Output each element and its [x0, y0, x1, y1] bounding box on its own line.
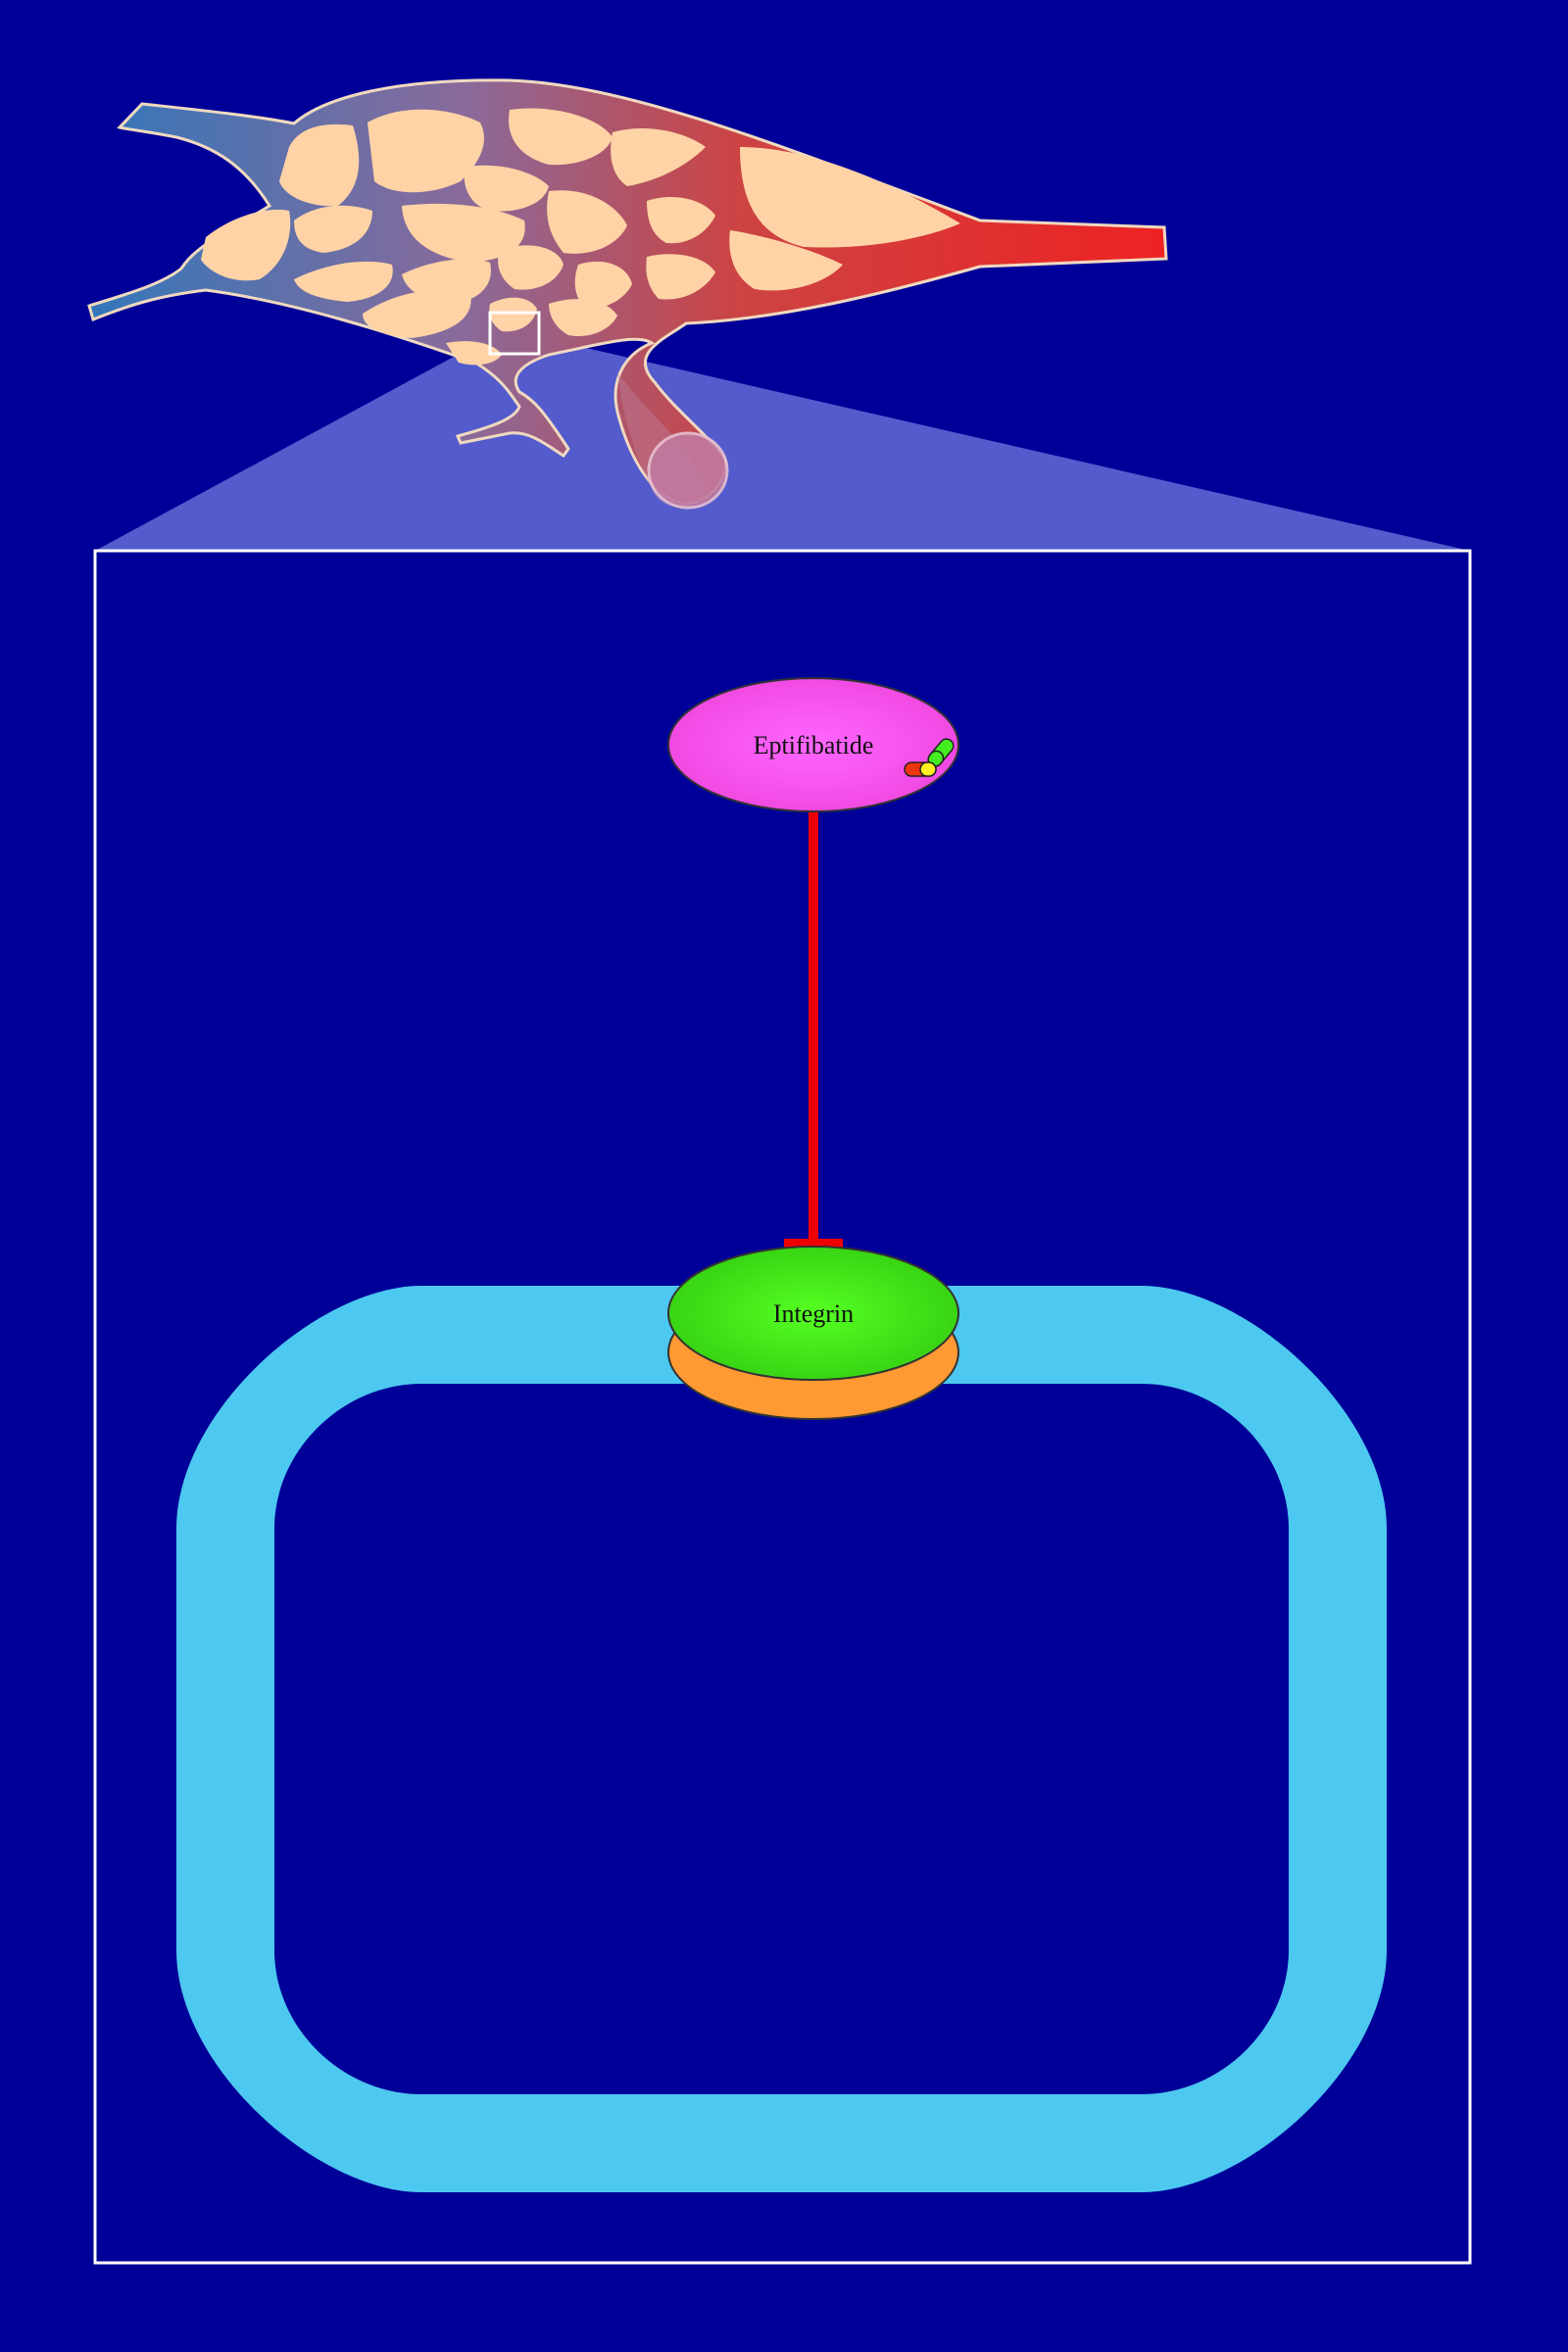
tissue-islands: [201, 108, 960, 366]
capillary-vessel: [87, 78, 1168, 506]
capillary-bed: [87, 78, 1168, 510]
integrin-top: [667, 1246, 959, 1381]
integrin-label: Integrin: [773, 1299, 854, 1328]
eptifibatide-label: Eptifibatide: [754, 731, 874, 760]
eptifibatide-ellipse: [667, 677, 959, 812]
inhibition-edge: [784, 811, 843, 1249]
cell-membrane: [176, 1286, 1387, 2192]
eptifibatide-node[interactable]: Eptifibatide: [667, 677, 959, 812]
zoom-projection: [95, 337, 1470, 551]
drug-capsule-icon: [904, 738, 955, 777]
integrin-node[interactable]: Integrin: [667, 1246, 959, 1420]
zoom-region-marker: [488, 311, 541, 356]
vein-opening: [647, 431, 729, 510]
